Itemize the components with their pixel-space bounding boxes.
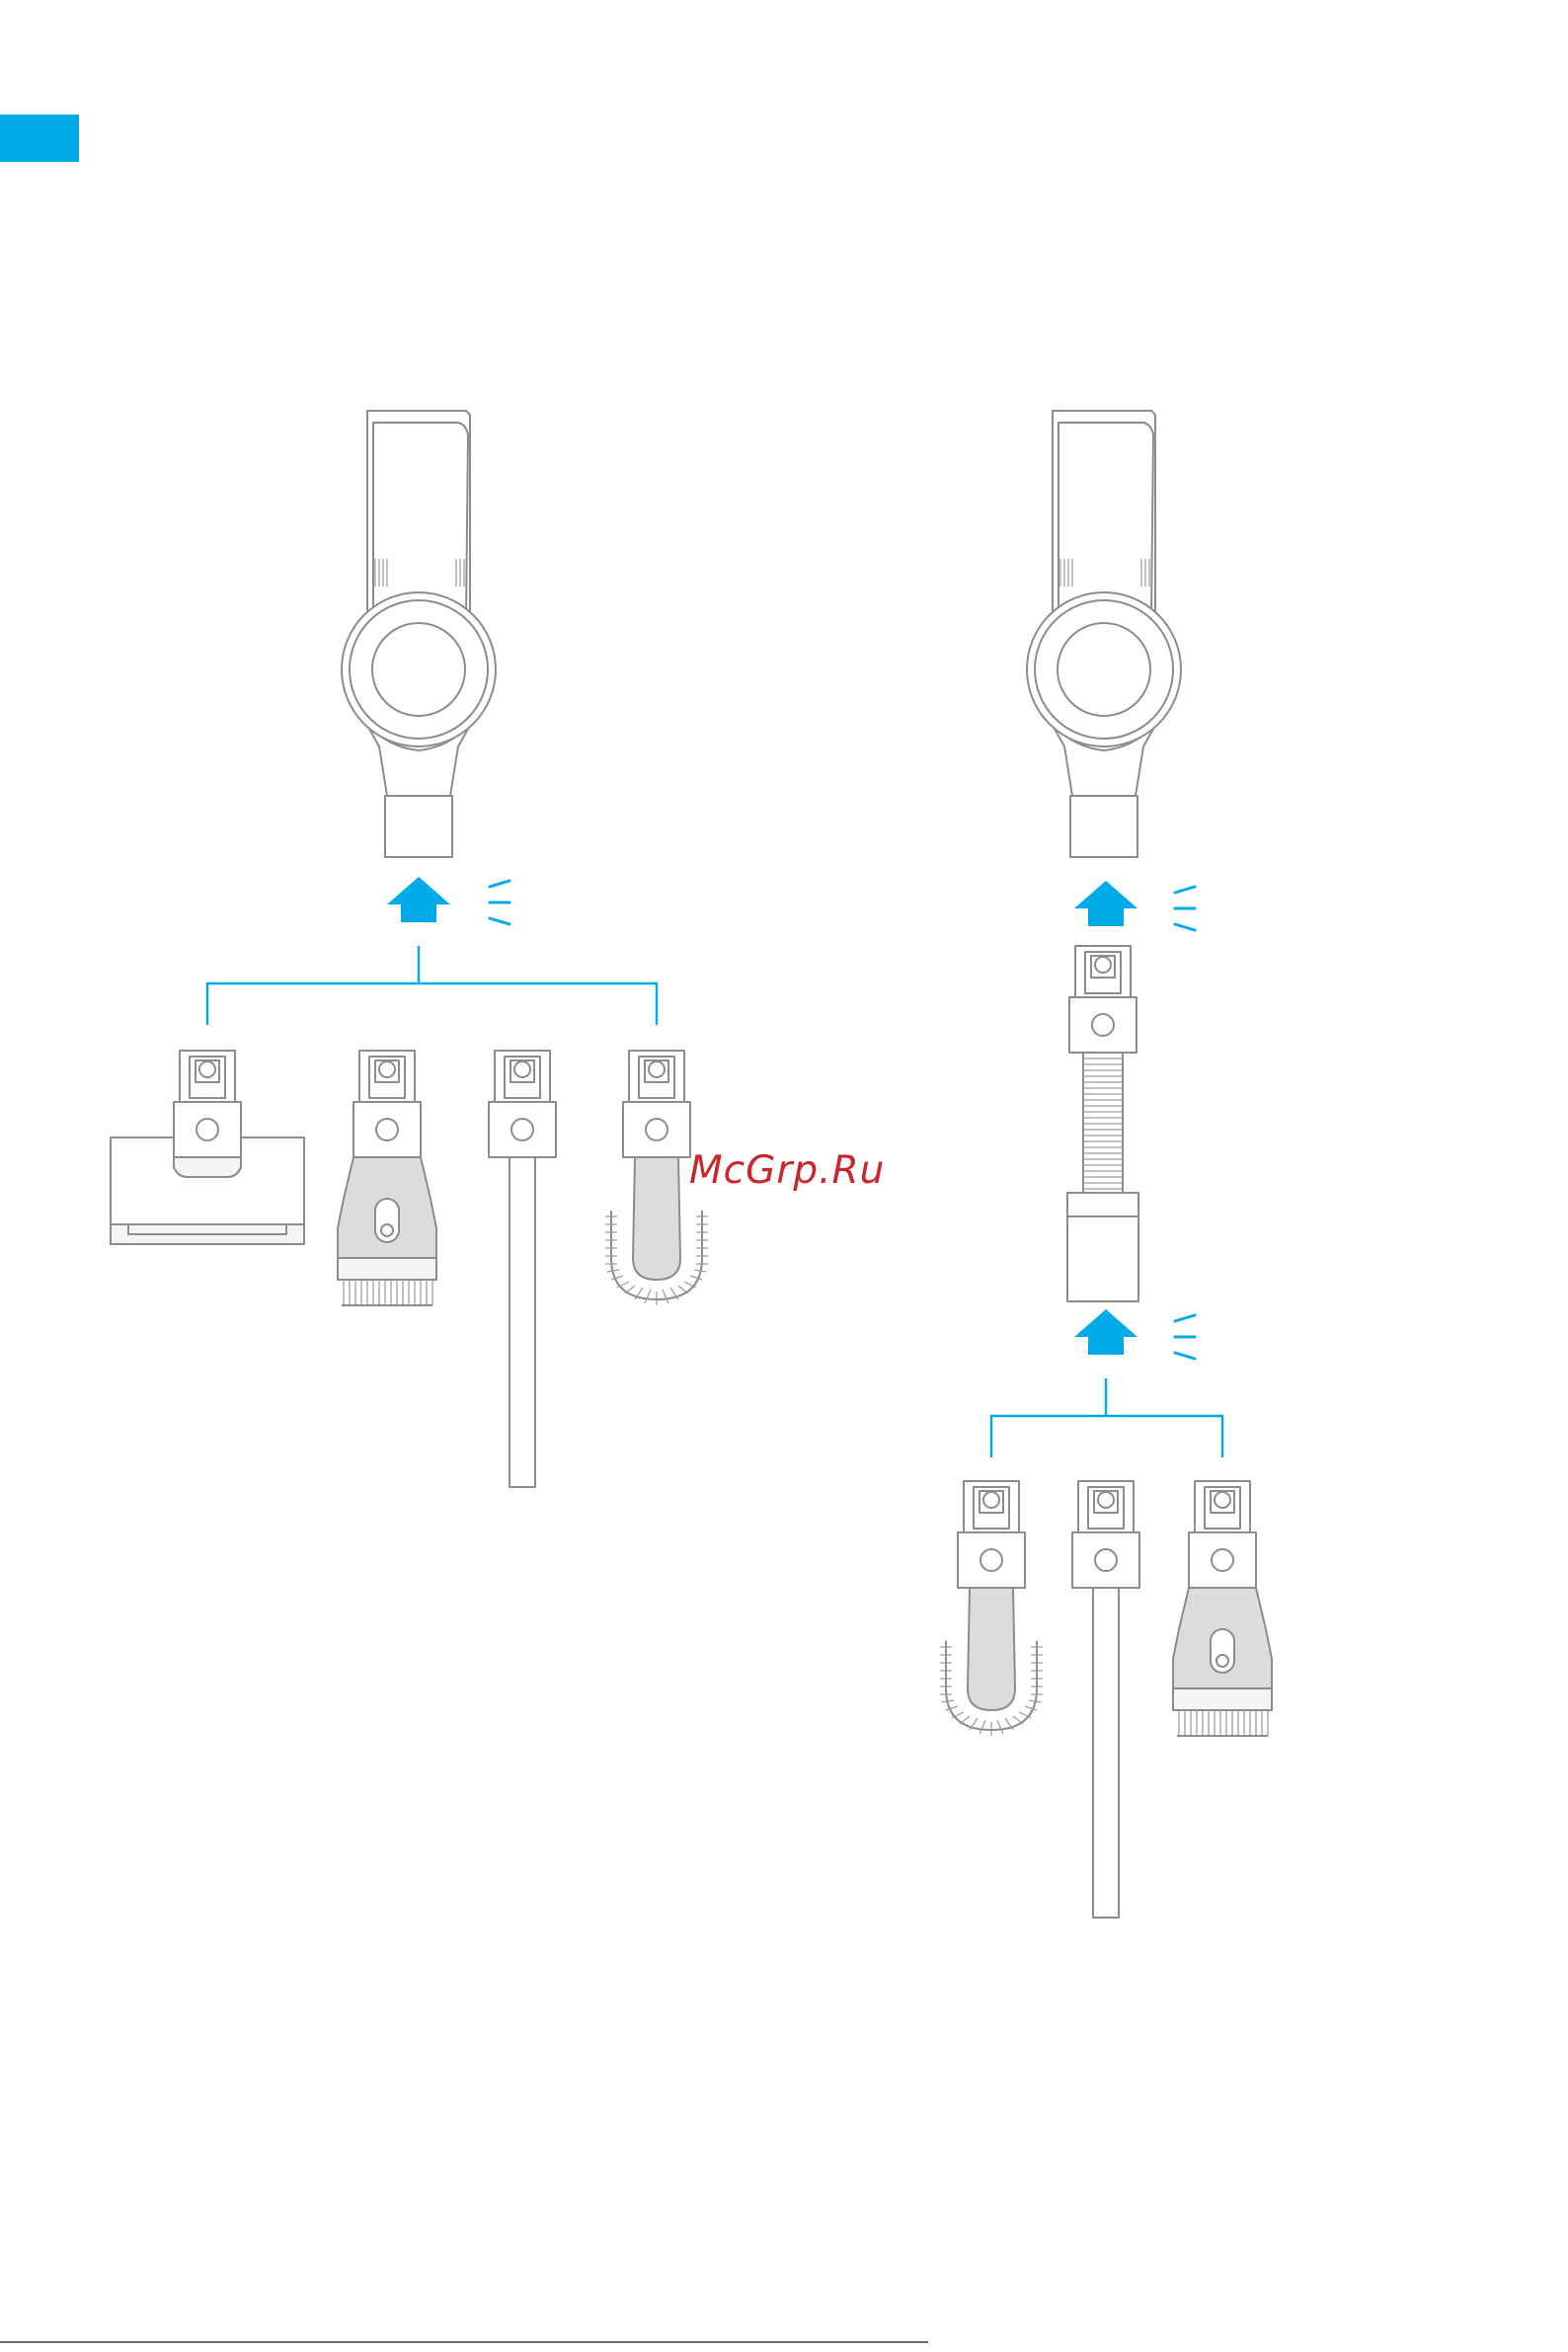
click-sound-icon <box>1175 887 1195 930</box>
2-in-1-brush <box>338 1051 436 1305</box>
soft-brush <box>940 1481 1043 1736</box>
watermark-text: McGrp.Ru <box>689 1148 885 1193</box>
crevice-tool <box>489 1051 556 1487</box>
footer-rule <box>0 2341 928 2343</box>
extension-hose <box>1067 946 1138 1301</box>
handheld-body-left <box>342 411 496 857</box>
turbo-brush <box>111 1051 304 1244</box>
crevice-tool <box>1072 1481 1139 1918</box>
arrow-up-icon <box>1074 881 1137 926</box>
click-sound-icon <box>1175 1315 1195 1359</box>
connector-bracket <box>991 1378 1222 1457</box>
click-sound-icon <box>490 881 510 924</box>
left-assembly <box>111 411 708 1487</box>
connector-bracket <box>207 946 657 1025</box>
arrow-up-icon <box>387 877 450 922</box>
arrow-up-icon <box>1074 1309 1137 1355</box>
2-in-1-brush <box>1173 1481 1272 1736</box>
handheld-body-right <box>1027 411 1181 857</box>
right-assembly <box>940 411 1272 1918</box>
